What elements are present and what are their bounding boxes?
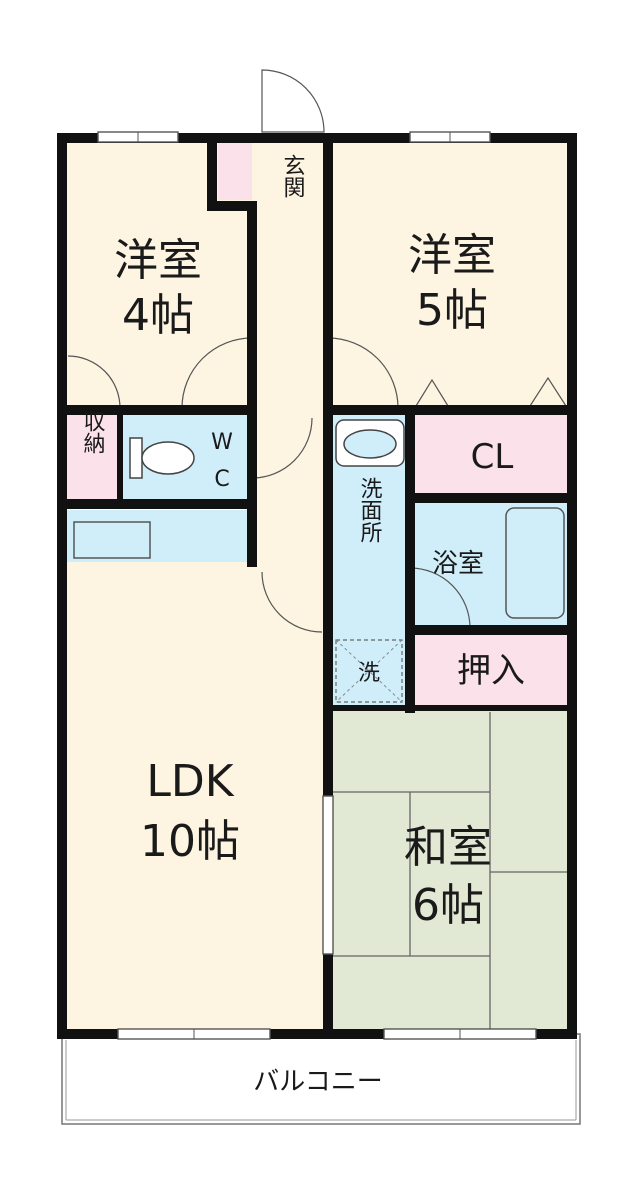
door-swings (67, 69, 567, 633)
closet-floor (410, 414, 572, 496)
wc-label-w: W (211, 430, 233, 455)
oshiire-label: 押入 (457, 651, 525, 691)
western-room-b-floor (328, 138, 572, 410)
bathtub-icon (505, 507, 565, 619)
balcony-label: バルコニー (253, 1067, 382, 1097)
balcony-area (61, 1033, 581, 1125)
oshiire-floor (410, 632, 572, 708)
walls (57, 133, 577, 1039)
washroom-label: 洗面所 (357, 477, 383, 543)
ldk-floor (62, 562, 328, 1034)
entrance-label: 玄関 (280, 154, 305, 198)
ldk-name: LDK (146, 756, 234, 807)
western-room-a-size: 4帖 (122, 290, 194, 341)
closet-label: CL (471, 437, 514, 477)
entrance-shoe-area (218, 138, 252, 200)
wc-label-c: C (214, 467, 229, 492)
kitchen-sink-icon (73, 521, 151, 559)
japanese-room-name: 和室 (404, 822, 492, 873)
storage-floor (62, 414, 120, 500)
entrance-floor (252, 138, 328, 228)
washer-label: 洗 (358, 661, 380, 686)
western-room-b-size: 5帖 (416, 285, 488, 336)
storage-label: 収納 (80, 410, 106, 454)
toilet-icon (129, 437, 195, 479)
washer-space-icon (335, 639, 403, 703)
hallway-floor (252, 228, 328, 568)
bathroom-label: 浴室 (432, 549, 484, 579)
western-room-b-name: 洋室 (408, 230, 496, 281)
windows (97, 131, 537, 1040)
wash-basin-icon (335, 419, 405, 467)
japanese-room-floor (328, 708, 572, 1034)
ldk-size: 10帖 (140, 816, 240, 867)
tatami-lines (332, 712, 570, 1030)
japanese-room-size: 6帖 (412, 880, 484, 931)
western-room-a-name: 洋室 (114, 235, 202, 286)
